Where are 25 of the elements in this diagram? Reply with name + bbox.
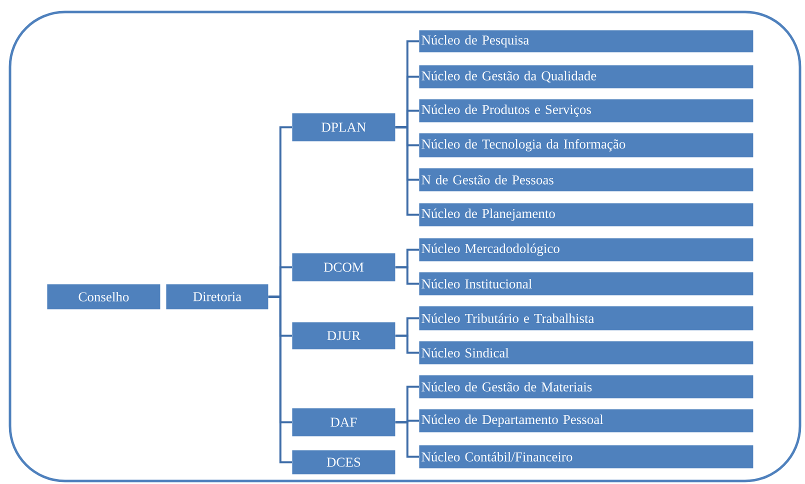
unit-box: Núcleo Tributário e Trabalhista	[419, 306, 754, 330]
connector	[395, 334, 419, 354]
board-box: Diretoria	[166, 284, 268, 310]
unit-box: Núcleo Mercadodológico	[419, 238, 754, 262]
unit-box: Núcleo de Pesquisa	[419, 30, 754, 52]
unit-box: Núcleo de Gestão da Qualidade	[419, 65, 754, 88]
department-box: DCOM	[292, 253, 396, 282]
unit-box: Núcleo Contábil/Financeiro	[419, 445, 754, 468]
connector	[268, 296, 292, 464]
department-box: DAF	[292, 408, 396, 436]
department-box: DJUR	[292, 322, 396, 350]
department-box: DPLAN	[292, 113, 396, 142]
unit-box: Núcleo Institucional	[419, 272, 754, 296]
unit-box: Núcleo de Gestão de Materiais	[419, 375, 754, 398]
connector	[395, 126, 419, 216]
unit-box: Núcleo Sindical	[419, 341, 754, 364]
board-box: Conselho	[47, 284, 160, 310]
unit-box: Núcleo de Departamento Pessoal	[419, 409, 754, 432]
unit-box: Núcleo de Produtos e Serviços	[419, 99, 754, 122]
connector	[395, 266, 419, 285]
unit-box: Núcleo de Tecnologia da Informação	[419, 133, 754, 158]
unit-box: N de Gestão de Pessoas	[419, 168, 754, 192]
connector	[395, 421, 419, 458]
unit-box: Núcleo de Planejamento	[419, 203, 754, 226]
department-box: DCES	[292, 450, 396, 474]
